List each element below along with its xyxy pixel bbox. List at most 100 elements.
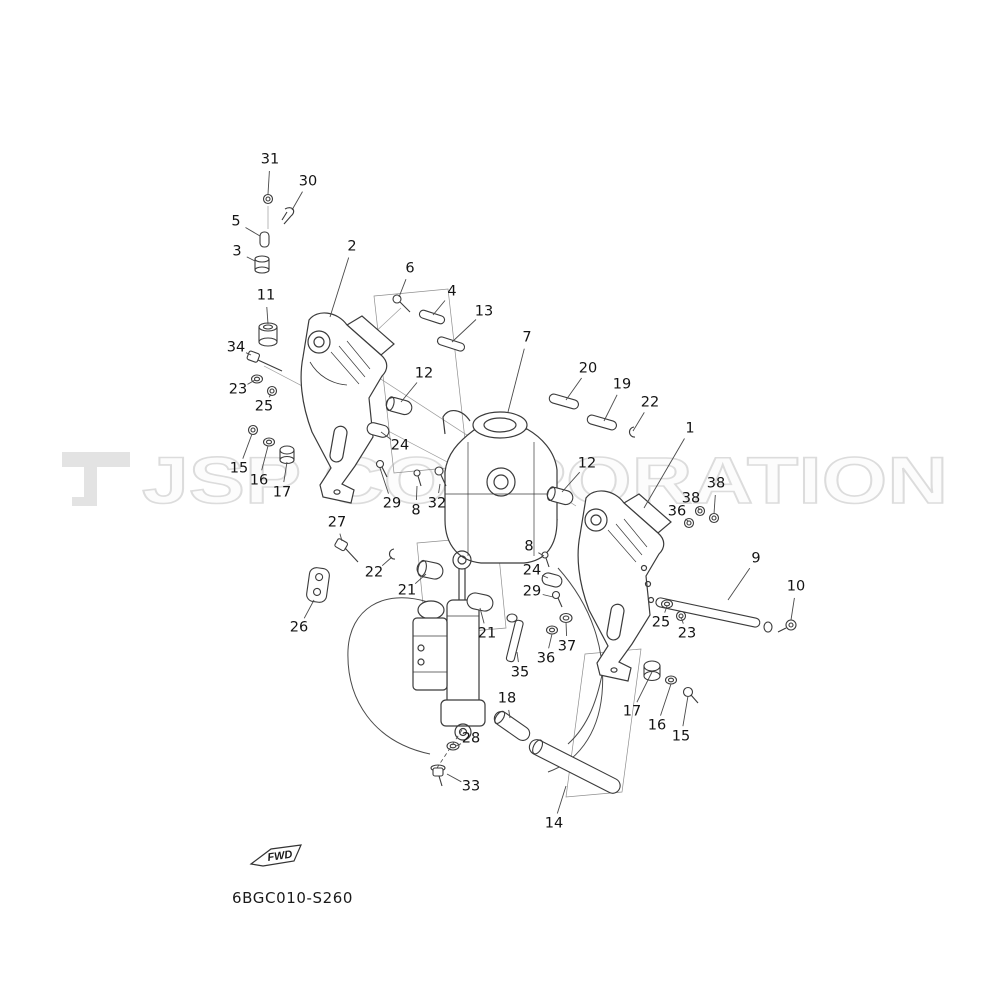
part-22-clip-upper xyxy=(628,426,636,438)
part-19-pin xyxy=(586,414,618,431)
leader-line-29 xyxy=(379,467,389,494)
part-number-label-29: 29 xyxy=(382,495,402,512)
part-number-label-18: 18 xyxy=(497,690,517,707)
leader-line-36 xyxy=(548,633,553,649)
part-number-label-11: 11 xyxy=(256,287,276,304)
part-number-label-7: 7 xyxy=(522,329,532,346)
leader-line-30 xyxy=(291,191,303,211)
leader-line-13 xyxy=(451,319,477,343)
part-37-washer xyxy=(559,612,573,624)
part-16-washer-right xyxy=(664,675,678,685)
part-29-screw-right xyxy=(551,590,563,608)
part-33-bolt xyxy=(430,764,446,787)
leader-line-27 xyxy=(339,533,343,542)
part-12-bushing-right xyxy=(546,486,574,506)
clamp-bracket-right xyxy=(577,490,672,682)
leader-line-37 xyxy=(565,621,568,637)
part-number-label-32: 32 xyxy=(427,495,447,512)
leader-line-29 xyxy=(542,594,554,598)
leader-line-23 xyxy=(247,379,256,385)
leader-line-21 xyxy=(479,607,485,624)
part-number-label-22: 22 xyxy=(640,394,660,411)
part-9-tilt-rod xyxy=(655,597,773,633)
part-32-bolt xyxy=(434,466,447,487)
part-number-label-16: 16 xyxy=(647,717,667,734)
leader-line-24 xyxy=(541,574,549,579)
part-5-pin xyxy=(259,231,270,248)
leader-line-35 xyxy=(516,651,519,663)
watermark-logo-icon xyxy=(62,452,130,506)
part-number-label-8: 8 xyxy=(524,538,534,555)
part-14-tube xyxy=(528,739,621,794)
leader-line-21 xyxy=(414,573,427,585)
part-number-label-33: 33 xyxy=(461,778,481,795)
leader-line-25 xyxy=(664,605,668,613)
leader-line-16 xyxy=(261,445,269,471)
leader-line-36 xyxy=(685,518,689,522)
leader-line-12 xyxy=(561,471,581,493)
part-number-label-20: 20 xyxy=(578,360,598,377)
part-number-label-12: 12 xyxy=(414,365,434,382)
leader-line-12 xyxy=(400,382,418,403)
leader-line-34 xyxy=(245,352,252,356)
part-26-plate xyxy=(306,567,330,603)
leader-line-15 xyxy=(682,695,689,727)
leader-line-26 xyxy=(303,599,315,619)
leader-line-18 xyxy=(508,709,511,719)
part-16-washer-left xyxy=(262,437,276,447)
leader-line-10 xyxy=(790,597,795,621)
part-8-nipple-upper xyxy=(413,469,422,487)
leader-line-6 xyxy=(398,279,407,298)
leader-line-25 xyxy=(268,393,272,398)
part-38-nut-b xyxy=(694,505,706,517)
leader-line-8 xyxy=(538,552,545,557)
part-number-label-24: 24 xyxy=(522,562,542,579)
part-23-washer-left xyxy=(250,374,264,384)
leader-lines xyxy=(242,170,795,814)
part-15-bolt-right xyxy=(682,686,699,704)
part-number-label-38: 38 xyxy=(681,490,701,507)
part-22-clip-lower xyxy=(388,548,396,560)
part-30-cotter-pin xyxy=(281,207,295,225)
leader-line-11 xyxy=(266,306,269,325)
leader-line-17 xyxy=(636,671,653,703)
part-number-label-25: 25 xyxy=(651,614,671,631)
part-13-pin xyxy=(436,336,466,352)
part-number-label-3: 3 xyxy=(232,243,242,260)
part-25-washer-right xyxy=(660,599,674,609)
part-number-label-36: 36 xyxy=(536,650,556,667)
diagram-code: 6BGC010-S260 xyxy=(232,889,354,907)
part-4-pin xyxy=(418,309,446,325)
part-number-label-15: 15 xyxy=(671,728,691,745)
part-number-label-14: 14 xyxy=(544,815,564,832)
dashed-assembly-line xyxy=(436,729,463,769)
part-17-bushing-left xyxy=(279,445,295,465)
leader-line-17 xyxy=(283,461,288,483)
part-number-label-29: 29 xyxy=(522,583,542,600)
part-17-bushing-right xyxy=(643,660,661,682)
part-number-label-21: 21 xyxy=(477,625,497,642)
part-number-label-8: 8 xyxy=(411,502,421,519)
leader-line-22 xyxy=(381,556,393,567)
part-number-label-26: 26 xyxy=(289,619,309,636)
leader-line-4 xyxy=(432,300,446,316)
leader-line-15 xyxy=(242,433,253,459)
part-number-label-31: 31 xyxy=(260,151,280,168)
part-number-label-25: 25 xyxy=(254,398,274,415)
part-number-label-30: 30 xyxy=(298,173,318,190)
leader-line-9 xyxy=(727,567,751,601)
leader-line-32 xyxy=(438,483,441,494)
part-number-label-16: 16 xyxy=(249,472,269,489)
leader-line-1 xyxy=(643,438,685,509)
part-number-label-17: 17 xyxy=(622,703,642,720)
leader-line-19 xyxy=(603,394,618,422)
leader-line-38 xyxy=(697,507,701,511)
leader-line-38 xyxy=(713,494,716,515)
fwd-arrow-shape xyxy=(249,844,302,867)
part-34-bolt xyxy=(246,350,283,372)
part-35-bolt xyxy=(505,613,524,663)
leader-line-24 xyxy=(380,431,392,440)
